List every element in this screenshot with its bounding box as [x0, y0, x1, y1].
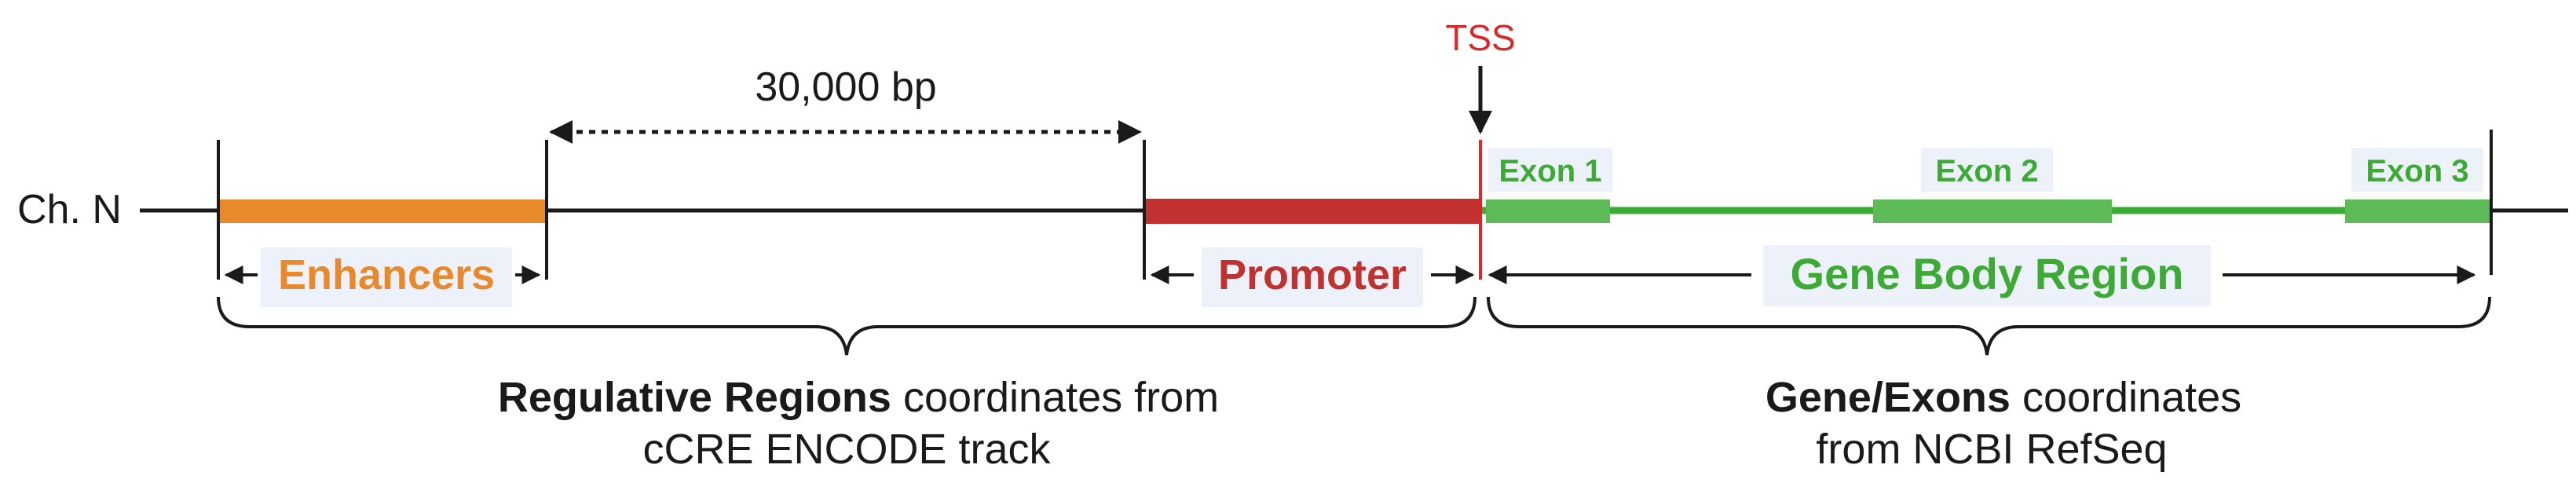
gene-body-label: Gene Body Region: [1791, 249, 2184, 298]
exon-2-label-bg: [1921, 148, 2053, 192]
gene-caption-bold: Gene/Exons: [1766, 374, 2011, 421]
regulatory-caption-line2: cCRE ENCODE track: [642, 426, 1051, 473]
gene-caption-line2: from NCBI RefSeq: [1816, 426, 2167, 473]
gene-body-label-bg: [1763, 245, 2211, 306]
chromosome-label: Ch. N: [17, 187, 122, 232]
exon-1-block: [1486, 199, 1610, 223]
exon-1-label: Exon 1: [1498, 154, 1601, 188]
exon-3-label: Exon 3: [2366, 154, 2468, 188]
exon-1-label-bg: [1488, 148, 1612, 192]
regulatory-brace: [217, 296, 1476, 356]
gene-caption-rest: coordinates: [2011, 374, 2241, 421]
exon-3-label-bg: [2351, 148, 2483, 192]
gene-caption-line1: Gene/Exons coordinates: [1707, 374, 2277, 421]
enhancer-segment: [218, 199, 547, 223]
promoter-label: Promoter: [1218, 251, 1407, 298]
enhancers-label: Enhancers: [278, 251, 495, 298]
exon-2-label: Exon 2: [1935, 154, 2038, 188]
exon-2-block: [1873, 199, 2112, 223]
regulatory-caption-line1: Regulative Regions coordinates from: [439, 374, 1254, 421]
tss-label: TSS: [1445, 17, 1515, 58]
regulatory-caption-bold: Regulative Regions: [498, 374, 891, 421]
enhancers-label-bg: [261, 247, 512, 307]
promoter-label-bg: [1202, 247, 1423, 307]
gene-brace: [1487, 296, 2491, 356]
promoter-segment: [1144, 199, 1480, 224]
regulatory-caption-rest: coordinates from: [891, 374, 1219, 421]
exon-3-block: [2345, 199, 2490, 223]
distance-label: 30,000 bp: [755, 64, 936, 110]
